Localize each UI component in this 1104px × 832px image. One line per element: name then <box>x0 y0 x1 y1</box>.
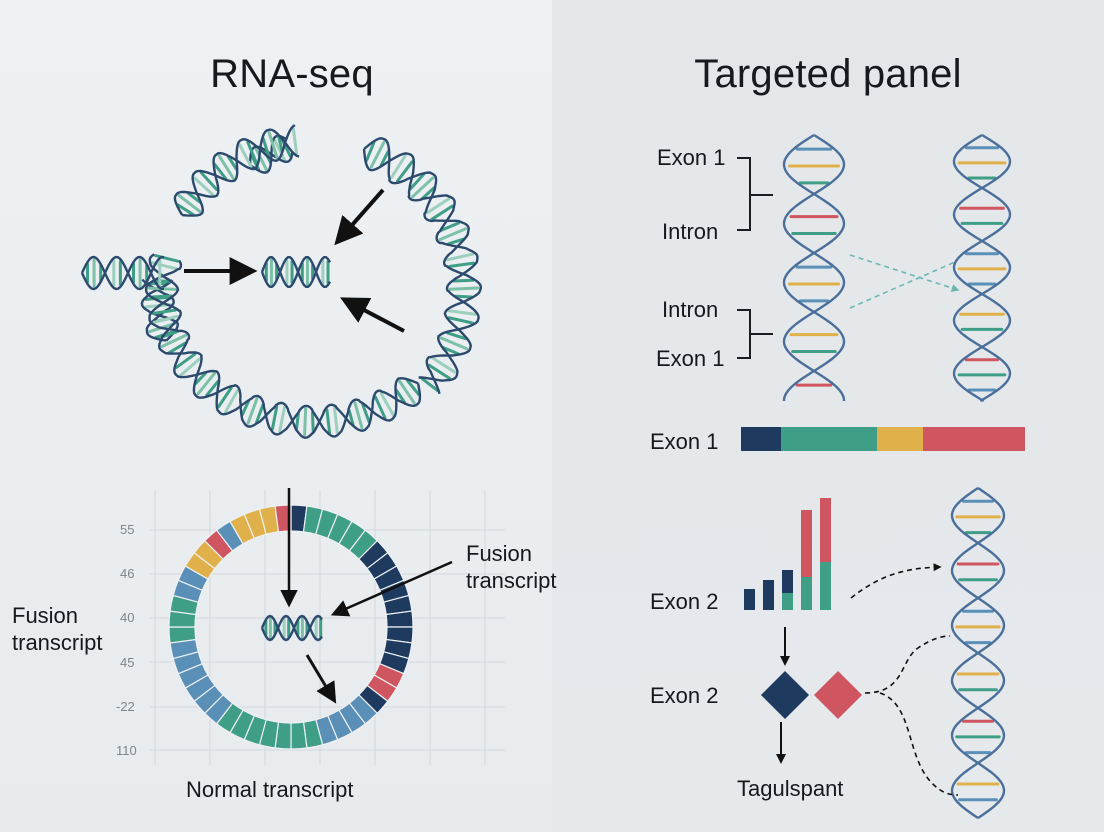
mini-bar-3-top <box>782 570 793 593</box>
exon1-bar-segment-teal <box>781 427 877 451</box>
y-tick-1: 55 <box>120 522 135 537</box>
ring-segment <box>168 626 197 644</box>
connector-diamond-to-helix-upper <box>864 635 951 694</box>
teal-link-2 <box>849 261 956 309</box>
y-tick-2: 46 <box>120 566 135 581</box>
exon1-bar <box>741 427 1025 451</box>
arrow-to-ring-segment <box>305 654 337 704</box>
arrow-from-top-right <box>334 188 385 246</box>
exon2-chart-label: Exon 2 <box>650 589 719 614</box>
helix-arc-top-left <box>173 124 300 217</box>
bracket-top <box>737 157 773 231</box>
exon1-bar-segment-red <box>923 427 1025 451</box>
helix-arc-right <box>362 136 483 395</box>
mini-bar-5-bottom <box>820 562 831 610</box>
exon1-bar-segment-navy <box>741 427 781 451</box>
ring-segment <box>274 504 292 533</box>
dynamic-art <box>80 124 1012 819</box>
targeted-panel-title: Targeted panel <box>694 52 962 96</box>
exon2-diamond-label: Exon 2 <box>650 683 719 708</box>
diamond-red <box>813 670 863 720</box>
normal-transcript-label: Normal transcript <box>186 777 354 802</box>
tagulspant-label: Tagulspant <box>737 776 844 801</box>
arrow-from-fusion-label <box>330 560 453 617</box>
mini-bar-5-top <box>820 498 831 562</box>
mini-bar-2 <box>763 580 774 610</box>
helix-arc-bottom <box>144 253 422 439</box>
helix-right-c <box>950 487 1006 819</box>
exon1-label-mid: Exon 1 <box>656 346 725 371</box>
y-tick-3: 40 <box>120 610 135 625</box>
y-tick-5: -22 <box>116 699 135 714</box>
teal-link-1 <box>849 254 960 292</box>
helix-right-b <box>952 133 1012 403</box>
bracket-mid <box>737 309 773 359</box>
intron-label-mid: Intron <box>662 297 719 322</box>
ring-segment <box>385 610 414 628</box>
diamond-navy <box>760 670 810 720</box>
ring-segment <box>290 721 308 750</box>
exon1-bar-label: Exon 1 <box>650 429 719 454</box>
helix-ring-center <box>260 614 323 642</box>
exon1-label-top: Exon 1 <box>657 145 726 170</box>
exon1-bar-segment-yellow <box>877 427 923 451</box>
connector-chart-to-helix <box>850 563 942 599</box>
connector-diamond-to-helix-lower <box>879 692 959 796</box>
rna-seq-title: RNA-seq <box>210 52 374 96</box>
helix-center-fragment <box>260 256 332 288</box>
helix-right-a <box>782 133 846 402</box>
y-tick-6: 110 <box>116 743 137 758</box>
mini-bar-4-bottom <box>801 577 812 610</box>
fusion-transcript-label-left: Fusion transcript <box>12 603 103 655</box>
exon2-bar-chart <box>744 498 831 610</box>
y-tick-4: 45 <box>120 655 135 670</box>
arrow-from-bottom-right <box>340 297 405 333</box>
mini-bar-3-bottom <box>782 593 793 610</box>
mini-bar-1 <box>744 589 755 610</box>
fusion-transcript-label-right: Fusion transcript <box>466 541 557 593</box>
fusion-ring <box>168 504 414 750</box>
intron-label-top: Intron <box>662 219 719 244</box>
mini-bar-4-top <box>801 510 812 577</box>
helix-left-fragment <box>80 255 165 291</box>
